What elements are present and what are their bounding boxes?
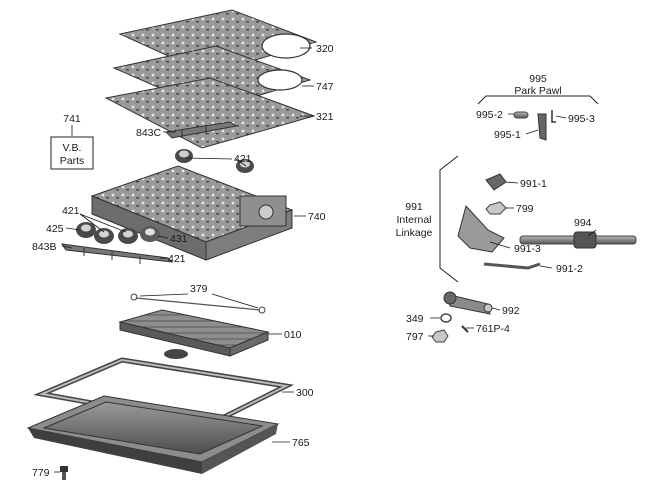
label-992: 992 [502,305,520,317]
label-995-3: 995-3 [568,113,595,125]
valve-body-740 [90,165,294,261]
label-991-3: 991-3 [514,243,541,255]
label-parts: Parts [60,155,85,167]
label-995-2: 995-2 [476,109,503,121]
label-379: 379 [190,283,208,295]
solenoid-431 [140,226,160,242]
separator-plate-320 [118,9,318,75]
label-349: 349 [406,313,424,325]
label-991: 991 [405,201,423,213]
filter-seal-379 [130,293,266,314]
label-843b: 843B [32,241,57,253]
vb-parts-box [50,136,94,170]
label-425: 425 [46,223,64,235]
oil-pan-765 [26,395,280,474]
separator-plate-747 [112,45,312,111]
label-park-pawl: Park Pawl [514,85,561,97]
callout-labels: 320 747 321 741 V.B. Parts 843C 421 740 … [32,43,595,479]
label-321: 321 [316,111,334,123]
label-995-1: 995-1 [494,129,521,141]
label-843c: 843C [136,127,162,139]
manual-shaft-994 [519,231,637,249]
park-rod-991-2 [483,262,541,270]
pin-761p-4 [461,325,469,333]
label-765: 765 [292,437,310,449]
label-991-2: 991-2 [556,263,583,275]
label-421-top: 421 [234,153,252,165]
linkage-bracket [439,155,459,283]
label-761p-4: 761P-4 [476,323,510,335]
label-991-1: 991-1 [520,178,547,190]
label-799: 799 [516,203,534,215]
label-431: 431 [170,233,188,245]
detent-plate-991-3 [457,204,505,253]
label-747: 747 [316,81,334,93]
label-797: 797 [406,331,424,343]
label-994: 994 [574,217,592,229]
wiring-bracket-843b [60,243,174,264]
label-421-lower: 421 [168,253,186,265]
nut-799 [485,201,507,215]
seal-349 [440,313,452,323]
label-779: 779 [32,467,50,479]
park-pawl-995-1 [537,113,547,141]
solenoid-425 [76,222,96,238]
label-740: 740 [308,211,326,223]
label-421-middle: 421 [62,205,80,217]
label-010: 010 [284,329,302,341]
outer-lever-992 [443,291,493,315]
label-320: 320 [316,43,334,55]
wiring-bracket-843c [164,121,238,139]
label-linkage: Linkage [396,227,433,239]
label-741: 741 [63,113,81,125]
filter-010 [118,309,270,359]
solenoid-421-top-left [175,149,193,163]
label-internal: Internal [396,214,431,226]
leader-lines [54,47,597,473]
drain-plug-779 [60,466,68,480]
solenoid-421-lower [118,228,138,244]
linkage-lever-991-1 [485,173,507,191]
label-995: 995 [529,73,547,85]
park-pawl-pin-995-2 [513,111,529,119]
nut-797 [431,329,449,343]
park-pawl-bracket [477,95,599,105]
label-vb: V.B. [63,142,82,154]
label-300: 300 [296,387,314,399]
solenoid-421-middle [94,228,114,244]
park-pawl-spring-995-3 [551,110,556,123]
